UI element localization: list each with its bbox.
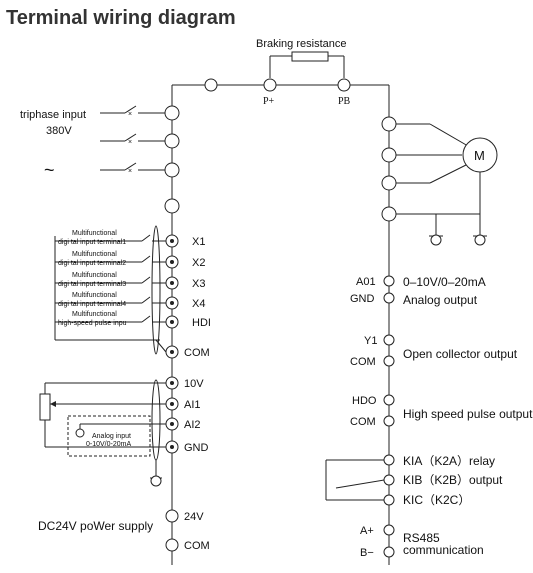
x4-label: X4: [192, 298, 205, 310]
a01-label: A01: [356, 276, 376, 288]
svg-text:×: ×: [128, 139, 132, 146]
input-terminals: [165, 234, 179, 359]
y1-label: Y1: [364, 335, 377, 347]
a01-desc: 0–10V/0–20mA: [403, 275, 486, 289]
terminal-input-t: [164, 162, 180, 178]
x3-desc-line1: Multifunctional: [72, 272, 117, 279]
kic-label: KIC（K2C）: [403, 493, 470, 507]
x1-label: X1: [192, 236, 205, 248]
b-minus-label: B−: [360, 547, 374, 559]
triphase-input-label: triphase input: [20, 109, 86, 121]
terminal-input-s: [164, 133, 180, 149]
gnd-right-label: GND: [350, 293, 375, 305]
motor-wiring: [395, 123, 487, 246]
ac-symbol: ~: [44, 160, 55, 180]
pb-label: PB: [338, 96, 351, 107]
x3-desc-line2: digi tal input terminal3: [58, 281, 126, 288]
hdi-desc-line1: Multifunctional: [72, 311, 117, 318]
x3-label: X3: [192, 278, 205, 290]
gnd-left-label: GND: [184, 442, 209, 454]
x2-desc-line1: Multifunctional: [72, 251, 117, 258]
analog-input-box-line2: 0-10V/0-20mA: [86, 441, 131, 448]
com2-label: COM: [184, 540, 210, 552]
motor-terminals: [381, 116, 397, 222]
x2-label: X2: [192, 257, 205, 269]
terminal-input-r: [164, 105, 180, 121]
x4-desc-line1: Multifunctional: [72, 292, 117, 299]
hdo-label: HDO: [352, 395, 377, 407]
braking-resistance-label: Braking resistance: [256, 38, 347, 50]
analog-terminals: [165, 376, 179, 454]
dc-supply-label: DC24V poWer supply: [38, 519, 153, 533]
high-speed-output-label: High speed pulse output: [403, 407, 533, 421]
terminal-24v: [165, 509, 179, 523]
relay-wiring: [325, 459, 385, 501]
ground-icon: [430, 234, 442, 246]
analog-input-wiring: [39, 379, 166, 487]
hdi-desc-line2: high-speed pulse inpu: [58, 320, 127, 327]
page-title: Terminal wiring diagram: [6, 7, 236, 29]
right-terminals: [383, 275, 395, 558]
terminal-top: [204, 78, 218, 92]
com-y1-label: COM: [350, 356, 376, 368]
x4-desc-line2: digi tal input terminal4: [58, 301, 126, 308]
power-input-lines: × × ×: [100, 105, 166, 175]
ai1-label: AI1: [184, 399, 201, 411]
digital-input-block: [54, 225, 167, 355]
p-plus-label: P+: [263, 96, 275, 107]
24v-label: 24V: [184, 511, 204, 523]
open-collector-label: Open collector output: [403, 347, 518, 361]
braking-resistor-symbol: [291, 51, 329, 62]
rs485-label: RS485: [403, 531, 440, 545]
ground-icon: [474, 234, 486, 246]
terminal-com2: [165, 538, 179, 552]
x1-desc-line1: Multifunctional: [72, 230, 117, 237]
ai2-label: AI2: [184, 419, 201, 431]
kia-label: KIA（K2A）relay: [403, 454, 495, 468]
analog-input-box: [67, 415, 151, 457]
ground-icon: [150, 475, 162, 487]
motor-icon: [462, 137, 498, 173]
x2-desc-line2: digi tal input terminal2: [58, 260, 126, 267]
com-hdo-label: COM: [350, 416, 376, 428]
terminal-left-spare: [164, 198, 180, 214]
kib-label: KIB（K2B）output: [403, 473, 503, 487]
voltage-label: 380V: [46, 125, 72, 137]
terminal-pb: [337, 78, 351, 92]
terminal-p-plus: [263, 78, 277, 92]
analog-input-box-line1: Analog input: [92, 433, 131, 440]
analog-output-label: Analog output: [403, 293, 478, 307]
a-plus-label: A+: [360, 525, 374, 537]
motor-label: M: [474, 148, 485, 163]
communication-label: communication: [403, 543, 484, 557]
x1-desc-line2: digi tal input terminal1: [58, 239, 126, 246]
10v-label: 10V: [184, 378, 204, 390]
com1-label: COM: [184, 347, 210, 359]
svg-text:×: ×: [128, 168, 132, 175]
hdi-label: HDI: [192, 317, 211, 329]
svg-text:×: ×: [128, 111, 132, 118]
